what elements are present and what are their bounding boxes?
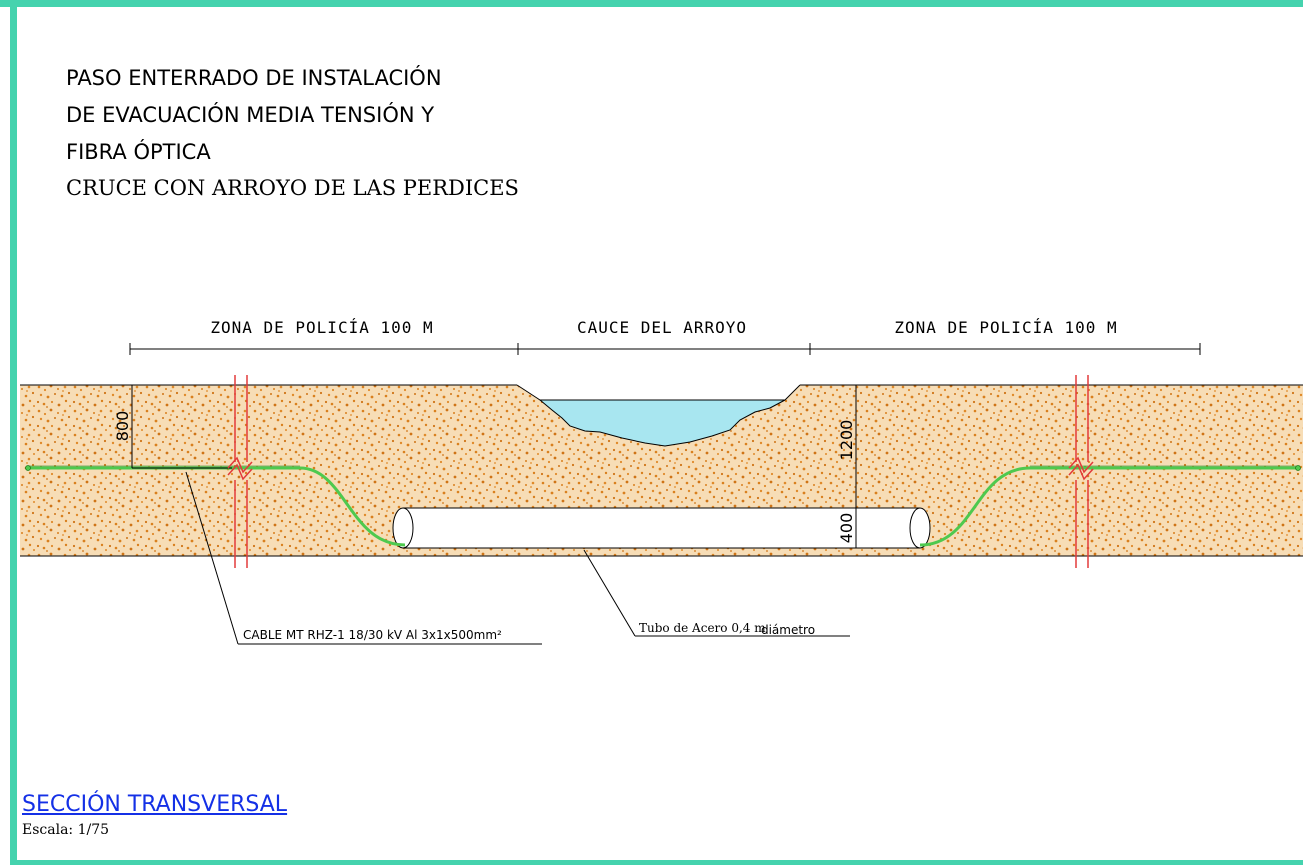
section-title-link[interactable]: SECCIÓN TRANSVERSAL [22, 792, 288, 817]
title-line-3: FIBRA ÓPTICA [66, 140, 211, 164]
cut-mark-right [1068, 375, 1094, 568]
soil-layer [20, 385, 1303, 556]
cable-callout-label: CABLE MT RHZ-1 18/30 kV Al 3x1x500mm² [243, 628, 502, 642]
depth-label-left: 800 [113, 411, 132, 442]
zone-label-center: CAUCE DEL ARROYO [577, 318, 747, 337]
tube-callout-label: Tubo de Acero 0,4 m [639, 621, 766, 635]
steel-tube-end-left [392, 507, 414, 549]
zone-label-left: ZONA DE POLICÍA 100 M [210, 318, 433, 337]
frame-bottom-border [10, 860, 1303, 865]
title-line-4: CRUCE CON ARROYO DE LAS PERDICES [66, 176, 519, 200]
steel-tube-body [403, 508, 920, 548]
tube-callout-suffix: diámetro [761, 623, 815, 637]
cable-end-right [1295, 465, 1301, 471]
mt-cable-right [919, 466, 1300, 547]
frame-left-border [10, 0, 17, 865]
zone-label-right: ZONA DE POLICÍA 100 M [894, 318, 1117, 337]
mt-cable [28, 466, 406, 547]
riverbed-bank-left [516, 384, 541, 401]
cable-end-left [25, 465, 31, 471]
cut-mark-left [227, 375, 253, 568]
title-line-1: PASO ENTERRADO DE INSTALACIÓN [66, 66, 442, 90]
steel-tube-end-right [909, 507, 931, 549]
tube-leader [583, 549, 636, 637]
tube-diameter-label: 400 [837, 513, 856, 544]
cable-leader [185, 471, 239, 645]
title-line-2: DE EVACUACIÓN MEDIA TENSIÓN Y [66, 103, 435, 127]
riverbed-water [538, 399, 786, 447]
riverbed-bank-right [784, 384, 801, 401]
frame-top-border [0, 0, 1303, 7]
scale-label: Escala: 1/75 [22, 822, 110, 838]
depth-label-right: 1200 [837, 420, 856, 461]
